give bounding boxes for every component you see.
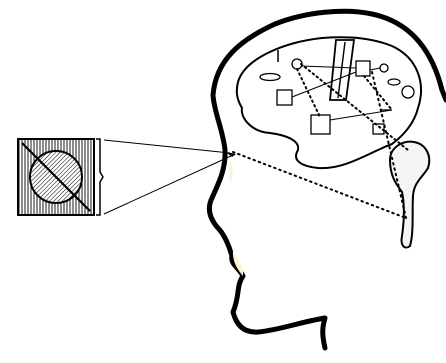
dotted-connection — [296, 68, 321, 118]
connection-line — [369, 67, 381, 71]
neuron-circle-icon — [401, 85, 415, 99]
neuron-square-icon — [276, 89, 293, 106]
dotted-connection — [363, 75, 393, 111]
brain-outline-icon — [235, 36, 422, 170]
neuron-ellipse-icon — [259, 72, 281, 82]
stimulus-square-icon — [17, 138, 95, 216]
neuron-network — [259, 50, 415, 151]
neuron-square-icon — [355, 60, 371, 77]
projection-lines — [103, 139, 236, 215]
visual-pathway-dotted — [232, 71, 407, 219]
neuron-square-icon — [372, 123, 385, 135]
stimulus-brace-icon — [96, 138, 104, 216]
head-silhouette-icon — [206, 8, 446, 351]
neuron-circle-icon — [379, 63, 389, 73]
brain-stem-icon — [388, 140, 431, 249]
connection-line — [291, 71, 357, 98]
connection-line — [300, 65, 357, 69]
dotted-connection — [300, 63, 409, 151]
neuron-ellipse-icon — [387, 78, 401, 86]
neuron-square-icon — [310, 114, 331, 135]
connection-line — [329, 109, 393, 121]
probe-electrode-icon — [329, 39, 356, 101]
